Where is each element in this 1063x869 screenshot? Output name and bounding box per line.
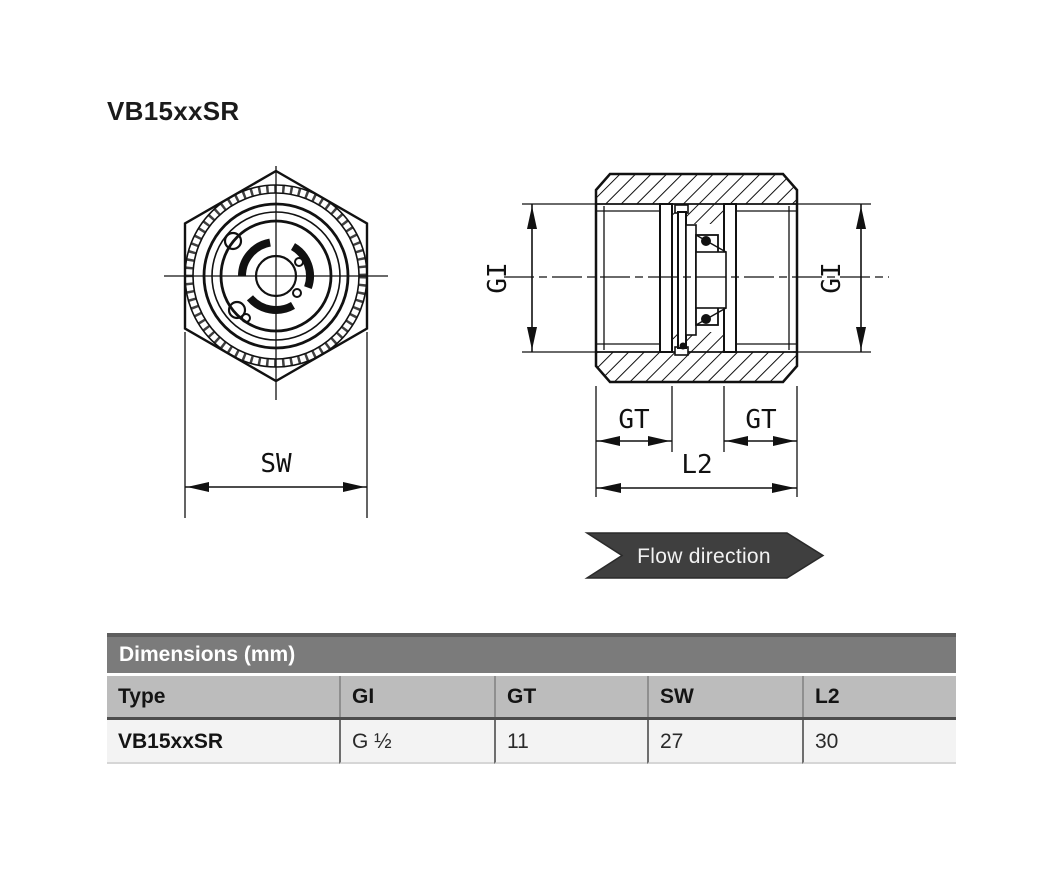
dimension-label-gi-right: GI	[817, 262, 847, 293]
dimension-label-l2: L2	[681, 450, 712, 480]
cell-gt: 11	[494, 720, 647, 764]
cell-sw: 27	[647, 720, 802, 764]
dimension-label-gt-left: GT	[618, 405, 650, 435]
valve-body-outline	[594, 172, 799, 384]
thread-wall-left	[659, 203, 673, 353]
dimension-label-gi-left: GI	[483, 262, 513, 293]
dimension-gi-right	[793, 203, 871, 353]
technical-drawing: SW	[164, 166, 889, 579]
flow-direction-banner: Flow direction	[584, 532, 825, 579]
retainer-slot-arcs	[238, 238, 314, 314]
bore-lines	[596, 203, 797, 353]
section-view-drawing: GI GI GT	[483, 172, 889, 497]
dimension-gt-right	[724, 436, 797, 446]
face-holes	[223, 231, 304, 323]
cell-type: VB15xxSR	[107, 720, 339, 764]
valve-face-circles	[184, 184, 368, 368]
dimension-l2	[596, 483, 797, 493]
column-header-l2: L2	[802, 676, 956, 717]
dimension-gt-left	[596, 436, 672, 446]
flow-arrow-shape	[584, 532, 825, 579]
front-view-drawing: SW	[164, 166, 388, 518]
cell-l2: 30	[802, 720, 956, 764]
column-header-type: Type	[107, 676, 339, 717]
cell-gi: G ½	[339, 720, 494, 764]
column-header-sw: SW	[647, 676, 802, 717]
table-header-row: Type GI GT SW L2	[107, 676, 956, 720]
dimension-label-sw: SW	[260, 449, 292, 479]
flow-direction-label: Flow direction	[637, 545, 771, 568]
table-row: VB15xxSR G ½ 11 27 30	[107, 720, 956, 764]
dimension-label-gt-right: GT	[745, 405, 777, 435]
table-title: Dimensions (mm)	[107, 633, 956, 673]
column-header-gi: GI	[339, 676, 494, 717]
dimension-sw	[184, 332, 368, 518]
body-hatching	[596, 174, 797, 382]
dimension-gi-left	[522, 203, 600, 353]
column-header-gt: GT	[494, 676, 647, 717]
page-title: VB15xxSR	[107, 96, 240, 126]
valve-cartridge	[674, 204, 727, 356]
hexagon-outline	[183, 169, 369, 383]
dimensions-table: Dimensions (mm) Type GI GT SW L2 VB15xxS…	[107, 633, 956, 764]
